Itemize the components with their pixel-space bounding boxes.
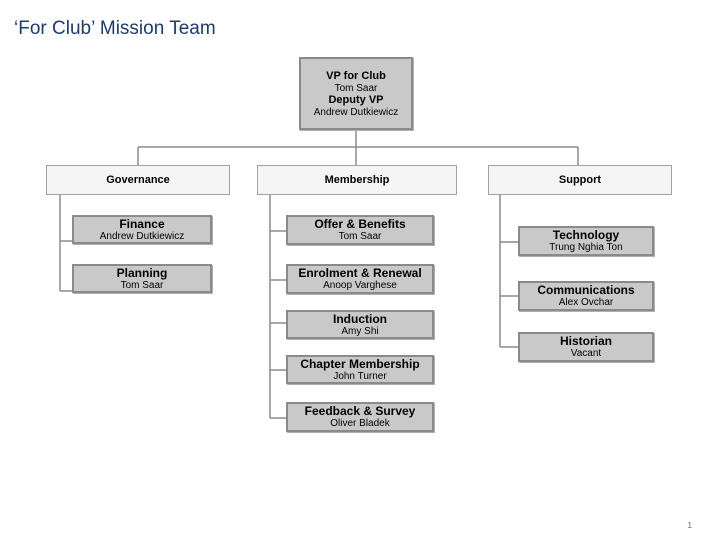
finance-box: Finance Andrew Dutkiewicz (72, 215, 212, 244)
offer-benefits-box: Offer & Benefits Tom Saar (286, 215, 434, 245)
unit-role: Feedback & Survey (304, 404, 416, 418)
unit-person: Andrew Dutkiewicz (99, 230, 185, 242)
induction-box: Induction Amy Shi (286, 310, 434, 339)
unit-person: John Turner (333, 370, 387, 382)
vp-person: Tom Saar (334, 82, 378, 94)
communications-box: Communications Alex Ovchar (518, 281, 654, 311)
membership-label: Membership (324, 173, 390, 186)
deputy-vp-role: Deputy VP (328, 93, 384, 106)
deputy-vp-person: Andrew Dutkiewicz (313, 106, 399, 118)
unit-person: Trung Nghia Ton (549, 242, 623, 253)
unit-person: Vacant (570, 348, 602, 359)
page-title: ‘For Club’ Mission Team (14, 18, 216, 39)
governance-header: Governance (46, 165, 230, 195)
historian-box: Historian Vacant (518, 332, 654, 362)
unit-person: Tom Saar (120, 279, 164, 291)
unit-role: Chapter Membership (300, 356, 420, 371)
page-number: 1 (687, 521, 692, 530)
enrolment-renewal-box: Enrolment & Renewal Anoop Varghese (286, 264, 434, 294)
unit-role: Planning (116, 265, 168, 280)
vp-role: VP for Club (326, 69, 386, 82)
unit-role: Induction (333, 311, 387, 326)
vp-for-club-box: VP for Club Tom Saar Deputy VP Andrew Du… (299, 57, 413, 130)
support-header: Support (488, 165, 672, 195)
unit-person: Tom Saar (338, 231, 382, 242)
unit-person: Alex Ovchar (558, 297, 614, 308)
chapter-membership-box: Chapter Membership John Turner (286, 355, 434, 384)
unit-role: Offer & Benefits (314, 217, 406, 231)
planning-box: Planning Tom Saar (72, 264, 212, 293)
unit-person: Anoop Varghese (323, 280, 397, 291)
feedback-survey-box: Feedback & Survey Oliver Bladek (286, 402, 434, 432)
support-label: Support (558, 173, 602, 186)
unit-role: Enrolment & Renewal (298, 266, 422, 280)
unit-person: Amy Shi (341, 325, 379, 337)
membership-header: Membership (257, 165, 457, 195)
unit-role: Finance (119, 216, 165, 231)
unit-role: Historian (559, 334, 612, 348)
unit-role: Communications (537, 283, 635, 297)
governance-label: Governance (106, 173, 170, 186)
unit-role: Technology (552, 228, 620, 242)
technology-box: Technology Trung Nghia Ton (518, 226, 654, 256)
unit-person: Oliver Bladek (330, 418, 390, 429)
